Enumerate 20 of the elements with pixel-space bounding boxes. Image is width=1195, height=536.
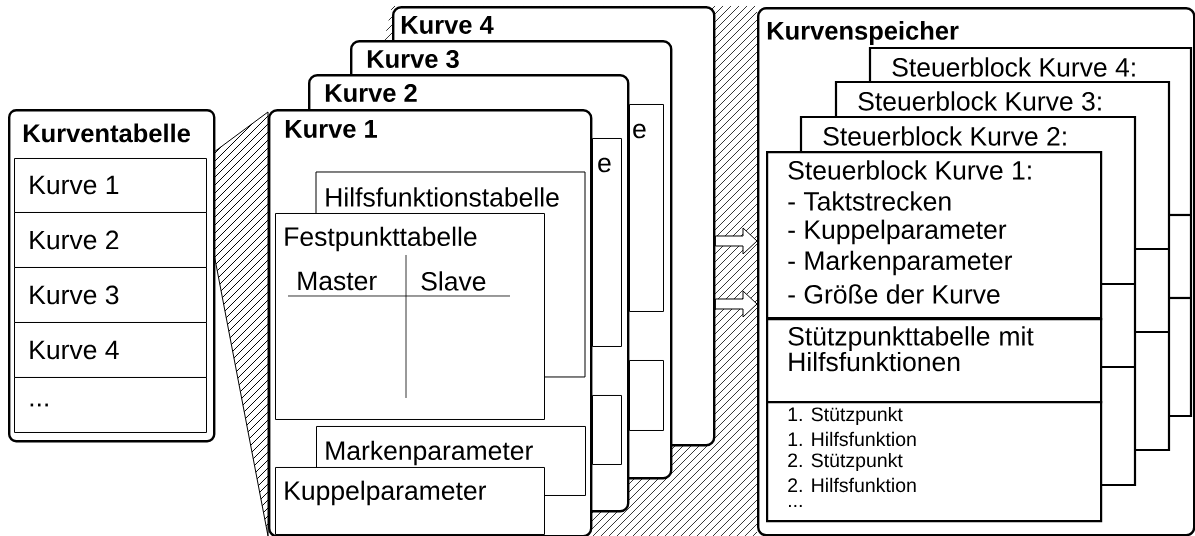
block-arrow [714, 227, 758, 255]
table-row: Kurve 4 [14, 322, 207, 378]
table-row: Kurve 2 [14, 212, 207, 268]
inner-box: e [592, 138, 622, 347]
control-block-box: Steuerblock Kurve 4: [868, 46, 1193, 83]
control-block-box: Steuerblock Kurve 3: [834, 80, 1171, 118]
inner-box: Hilfsfunktionstabelle [315, 171, 586, 214]
control-block-box: Steuerblock Kurve 1: - Taktstrecken - Kuppelparameter - Markenparameter - Größe der Kurve [766, 151, 1103, 321]
table-section: Stützpunkttabelle mit Hilfsfunktionen [766, 318, 1103, 404]
table-section: 1. Stützpunkt 1. Hilfsfunktion 2. Stützpunkt 2. Hilfsfunktion ... [766, 401, 1103, 523]
table-row: Kurve 3 [14, 267, 207, 323]
table-row: ... [14, 377, 207, 433]
table-row: Kurve 1 [14, 158, 207, 213]
inner-box: Festpunkttabelle Master Slave [275, 213, 545, 420]
inner-box [592, 395, 622, 465]
inner-box [629, 360, 664, 431]
inner-box: Kuppelparameter [275, 467, 545, 535]
inner-box: e [629, 104, 664, 312]
block-arrow [714, 290, 758, 318]
control-block-box: Steuerblock Kurve 2: [799, 115, 1137, 152]
